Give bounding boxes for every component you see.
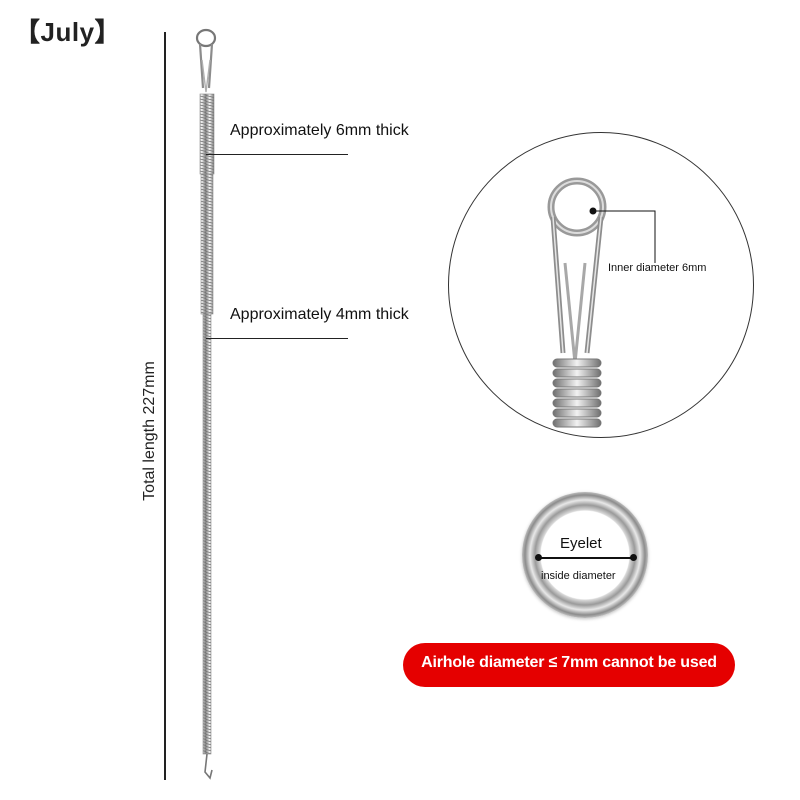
detail-magnifier (448, 132, 754, 438)
spring-coils (552, 358, 602, 428)
thick-mid-label: Approximately 4mm thick (230, 306, 409, 323)
thick-top-label: Approximately 6mm thick (230, 122, 409, 139)
warning-banner (403, 643, 735, 687)
eyelet-diameter-bar (538, 557, 634, 559)
spring-brush-rod (195, 28, 217, 780)
warning-text: Airhole diameter ≤ 7mm cannot be used (421, 654, 717, 671)
eyelet-dot-left (535, 554, 542, 561)
wire-loop-icon (547, 177, 656, 428)
total-length-line (164, 32, 166, 780)
eyelet-label: Eyelet (560, 535, 602, 552)
inner-diameter-label: Inner diameter 6mm (608, 262, 707, 274)
thick-mid-line (206, 338, 348, 339)
brand-logo: 【July】 (14, 17, 122, 47)
eyelet-dot-right (630, 554, 637, 561)
thick-top-line (206, 154, 348, 155)
total-length-label: Total length 227mm (141, 361, 158, 501)
eyelet-sublabel: inside diameter (541, 570, 616, 582)
eyelet-ring-icon (522, 492, 648, 618)
